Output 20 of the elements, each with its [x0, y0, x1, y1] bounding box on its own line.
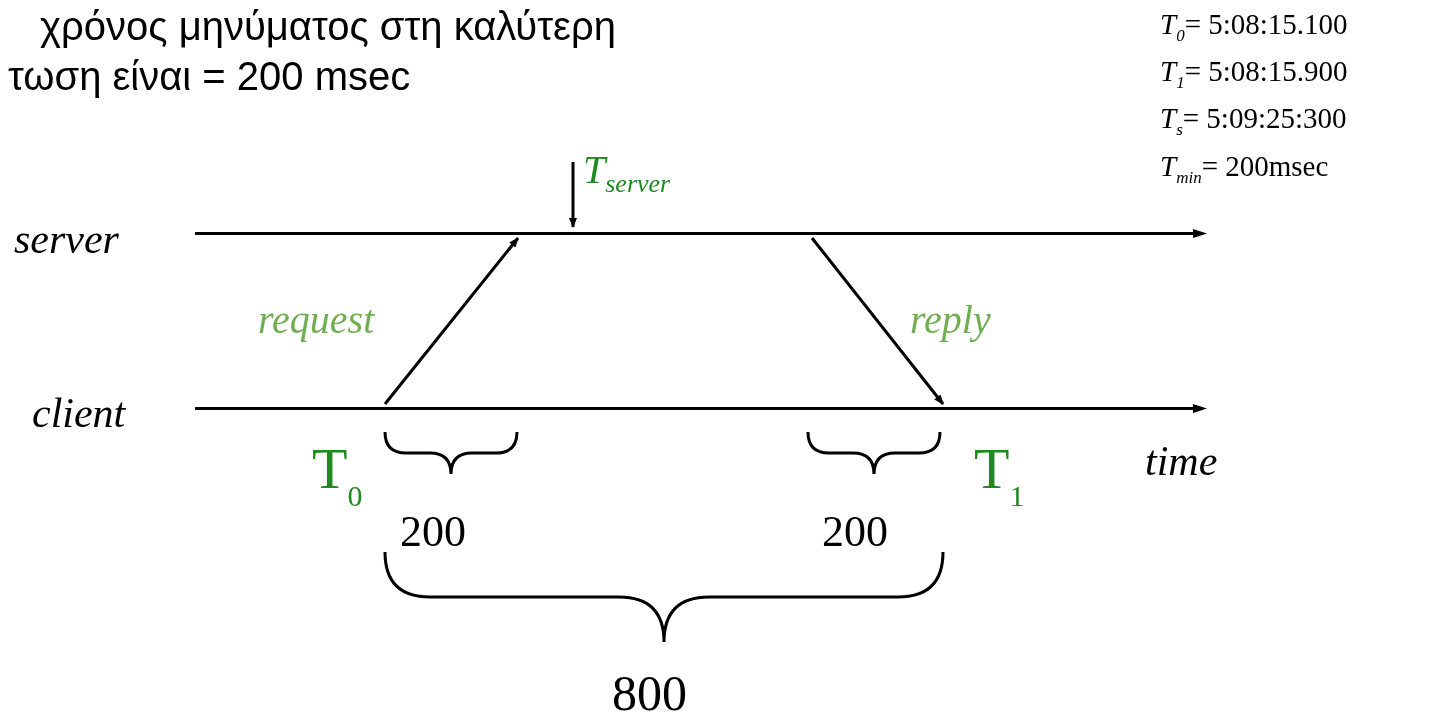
time-label: T$_{server}$ [573, 150, 698, 196]
timeline-arrow [195, 404, 1207, 413]
heading-text: χρόνος μηνύματος στη καλύτερη [40, 6, 616, 46]
axis-label: time [1145, 440, 1218, 482]
time-label: T$_{0}$ [312, 440, 363, 511]
duration-value: 200 [400, 510, 466, 554]
equation: T$_{min}$= 200msec [1160, 152, 1329, 186]
duration-value: 800 [612, 668, 687, 718]
axis-label: client [32, 392, 126, 434]
arrow [569, 162, 577, 228]
timeline-arrow [195, 229, 1207, 238]
time-label: T$_{1}$ [974, 440, 1025, 511]
heading-text: τωση είναι = 200 msec [8, 56, 411, 96]
equation: T$_{1}$= 5:08:15.900 [1160, 57, 1348, 91]
axis-label: server [14, 218, 119, 260]
arrow [383, 237, 520, 405]
equation: T$_{s}$= 5:09:25:300 [1160, 104, 1347, 138]
arrow [810, 237, 945, 405]
equation: T$_{0}$= 5:08:15.100 [1160, 10, 1348, 44]
duration-value: 200 [822, 510, 888, 554]
